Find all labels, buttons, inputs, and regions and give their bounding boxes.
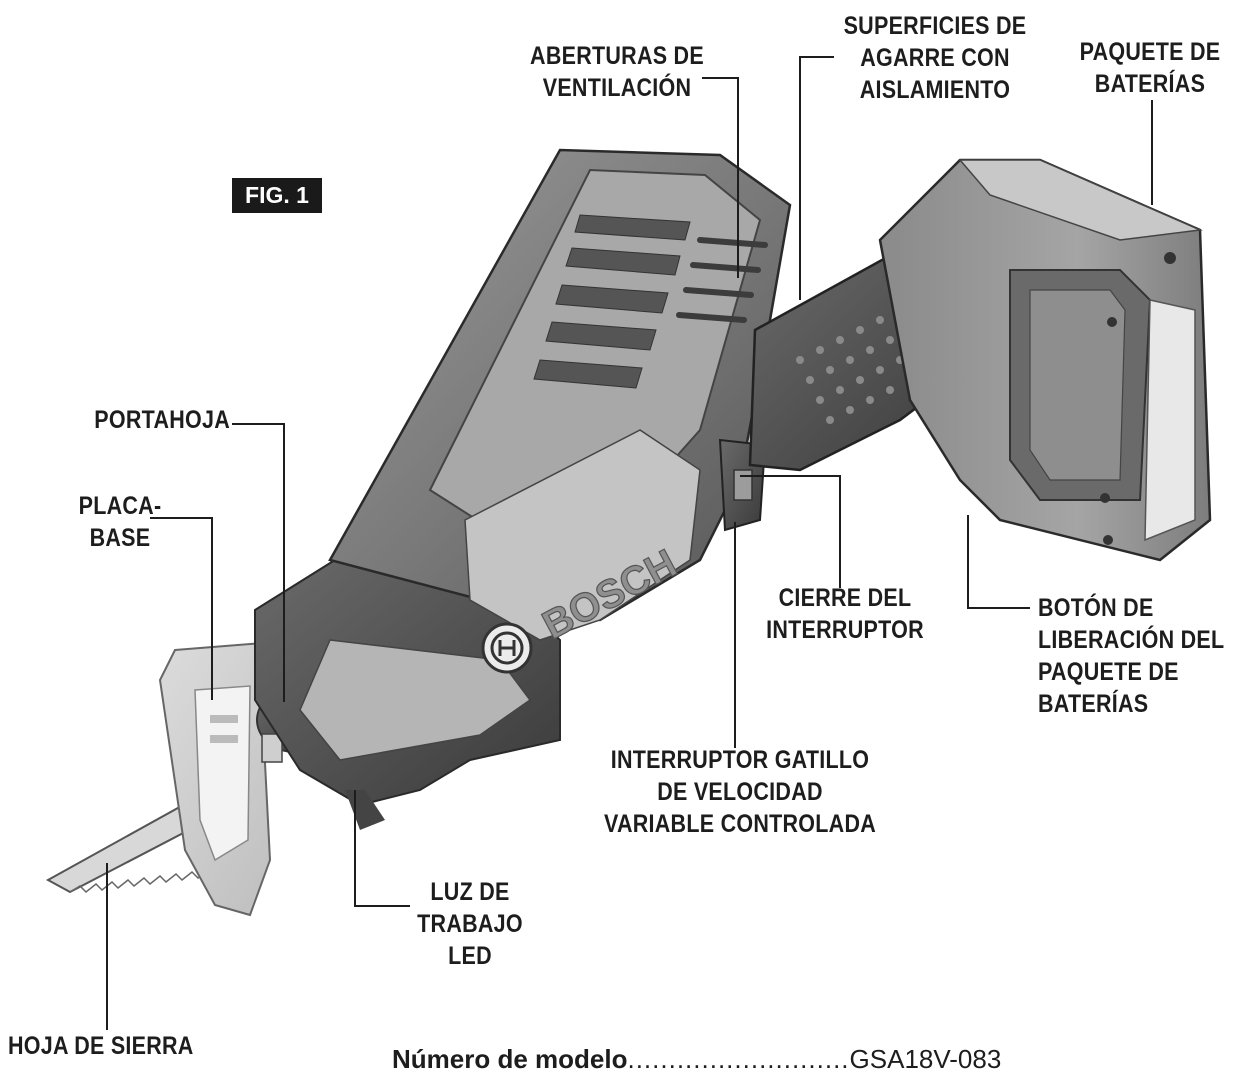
motor-body-drawing: BOSCH [328,148,792,674]
label-led-light: LUZ DE TRABAJO LED [417,878,523,970]
model-number: Número de modelo........................… [392,1042,1072,1076]
leader-ventilation [702,77,739,278]
battery-pack-drawing [878,158,1212,562]
leader-base-plate [150,517,213,700]
label-saw-blade: HOJA DE SIERRA [8,1032,194,1060]
base-plate-drawing [158,638,332,917]
label-ventilation: ABERTURAS DE VENTILACIÓN [530,42,704,102]
leader-battery-release [967,515,1030,609]
label-blade-holder: PORTAHOJA [94,406,230,434]
leader-grip [799,56,834,300]
model-number-dots: ........................... [627,1044,850,1074]
label-base-plate: PLACA- BASE [78,492,162,552]
leader-blade-holder [232,423,285,702]
label-trigger-switch: INTERRUPTOR GATILLO DE VELOCIDAD VARIABL… [603,746,877,838]
leader-led-light [354,790,410,907]
figure-label: FIG. 1 [232,178,322,213]
model-number-label: Número de modelo [392,1044,628,1074]
leader-lines [106,56,1153,1030]
label-battery-release: BOTÓN DE LIBERACIÓN DEL PAQUETE DE BATER… [1038,594,1225,718]
label-battery-pack: PAQUETE DE BATERÍAS [1079,38,1221,98]
leader-switch-lock [740,475,841,588]
label-switch-lock: CIERRE DEL INTERRUPTOR [766,584,924,644]
label-grip: SUPERFICIES DE AGARRE CON AISLAMIENTO [843,12,1027,104]
model-number-value: GSA18V-083 [849,1044,1002,1074]
front-nose-drawing [254,558,561,830]
